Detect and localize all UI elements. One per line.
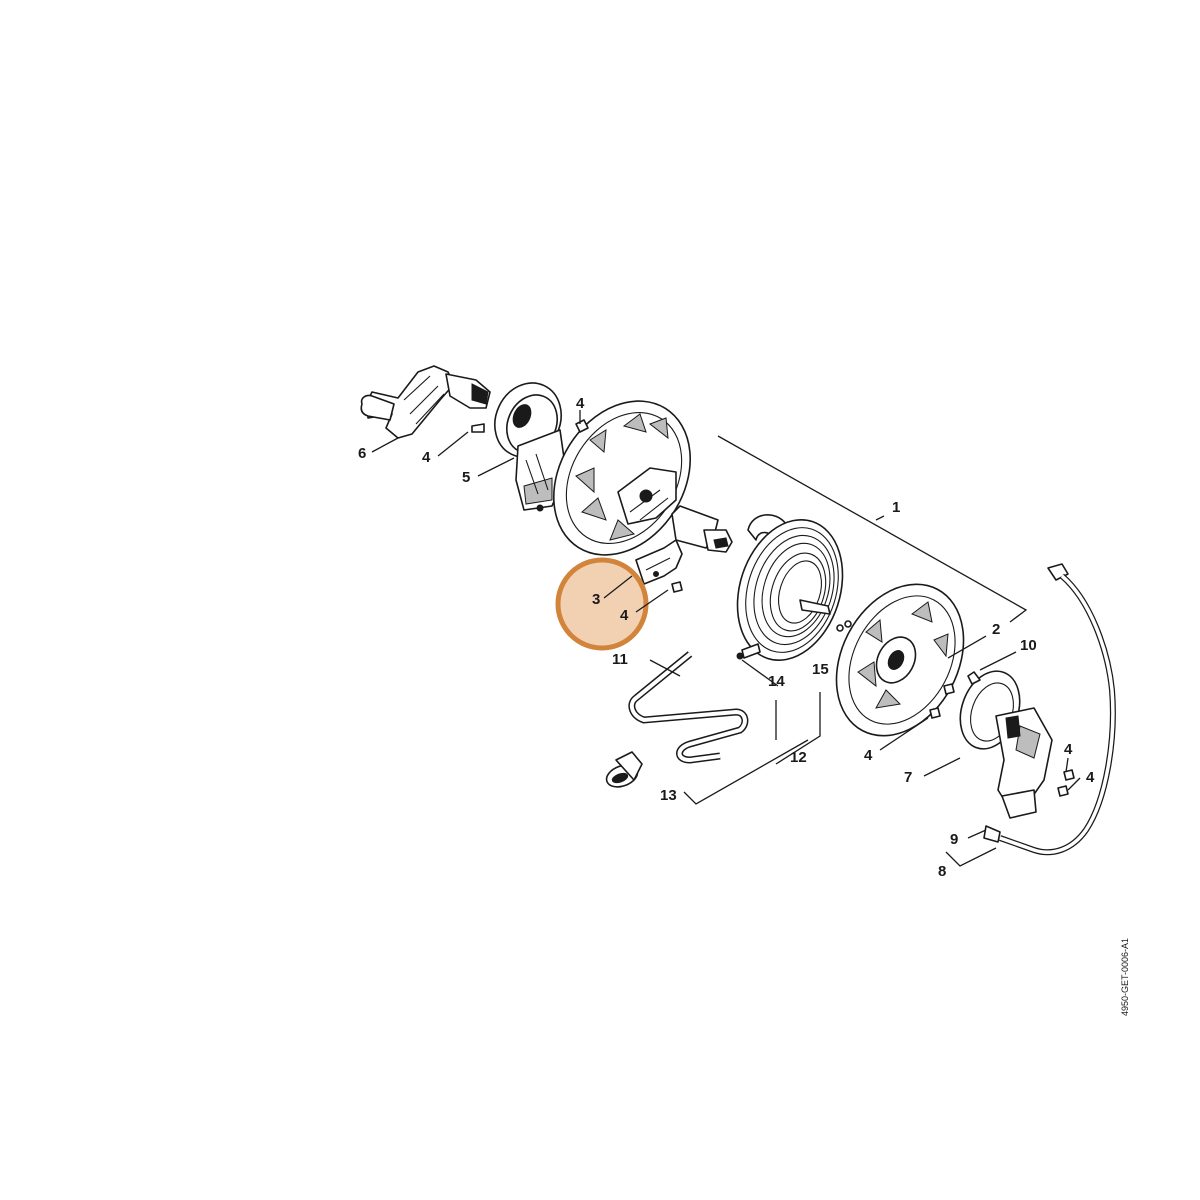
right-reel-disc (835, 583, 965, 737)
label-part-5: 5 (462, 469, 470, 486)
label-part-8: 8 (938, 863, 946, 880)
drawing-code: 4950-GET-0006-A1 (1120, 938, 1130, 1016)
reel-shaft (671, 505, 733, 553)
label-part-2: 2 (992, 621, 1000, 638)
label-part-4: 4 (620, 607, 629, 624)
label-part-9: 9 (950, 831, 958, 848)
hose-connector (605, 751, 643, 788)
hose-coil (736, 514, 844, 661)
left-reel-disc (552, 400, 692, 556)
crank-hub (494, 382, 567, 512)
label-part-4: 4 (1086, 769, 1095, 786)
label-part-4: 4 (422, 449, 431, 466)
label-part-11: 11 (612, 651, 628, 668)
label-part-15: 15 (812, 661, 829, 678)
highlight-marker (555, 557, 649, 651)
label-part-13: 13 (660, 787, 677, 804)
side-housing (959, 670, 1053, 819)
leader-lines (371, 410, 1081, 867)
screws (471, 419, 1075, 797)
crank-handle (360, 365, 491, 439)
label-part-4: 4 (864, 747, 873, 764)
part-labels: 6 4 5 4 1 3 4 2 10 11 15 14 4 12 7 4 4 1… (358, 395, 1095, 880)
label-part-6: 6 (358, 445, 366, 462)
label-part-14: 14 (768, 673, 785, 690)
label-part-3: 3 (592, 591, 600, 608)
label-part-4: 4 (1064, 741, 1073, 758)
label-part-10: 10 (1020, 637, 1037, 654)
hose-guide (628, 651, 749, 764)
label-part-1: 1 (892, 499, 900, 516)
label-part-7: 7 (904, 769, 912, 786)
label-part-12: 12 (790, 749, 807, 766)
side-hose (983, 563, 1116, 856)
bracket (635, 539, 683, 585)
label-part-4: 4 (576, 395, 585, 412)
